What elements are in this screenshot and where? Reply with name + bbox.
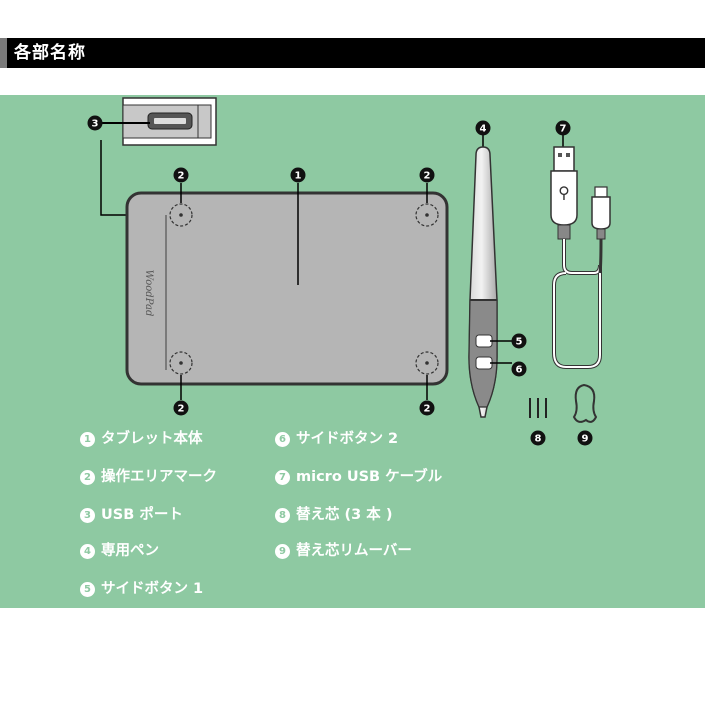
callout-side-button-2: 6 (511, 361, 527, 377)
callout-cable: 7 (555, 120, 571, 136)
callout-usb-port: 3 (87, 115, 103, 131)
svg-text:⚲: ⚲ (558, 183, 570, 202)
tablet-body: WoodPad (125, 191, 449, 386)
parts-panel: WoodPad (0, 95, 705, 608)
legend-label: USB ポート (101, 507, 183, 523)
area-mark-top-right (415, 203, 439, 227)
section-header (0, 38, 705, 68)
callout-active-area: 2 (173, 167, 189, 183)
legend-item-usb-port: 3 USB ポート (80, 504, 183, 526)
legend-number: 1 (80, 431, 95, 447)
callout-nib-remover: 9 (577, 430, 593, 446)
callout-badges: 3 1 2 2 2 2 4 5 6 7 8 9 (87, 115, 593, 446)
legend-label: サイドボタン 1 (101, 581, 204, 597)
nibs-illustration (529, 398, 547, 418)
legend-item-side-button-2: 6 サイドボタン 2 (275, 428, 398, 450)
cable-illustration: ⚲ (550, 135, 611, 369)
area-mark-bottom-right (415, 351, 439, 375)
legend-label: 替え芯リムーバー (296, 543, 412, 559)
tablet-logo: WoodPad (143, 270, 154, 317)
area-mark-bottom-left (169, 351, 193, 375)
svg-text:3: 3 (92, 119, 99, 130)
svg-text:7: 7 (560, 124, 567, 135)
section-header-accent (0, 38, 7, 68)
legend-item-cable: 7 micro USB ケーブル (275, 466, 442, 488)
legend-label: 操作エリアマーク (101, 469, 217, 485)
usb-port-inset (122, 97, 217, 146)
pen-side-button-1 (475, 334, 493, 348)
legend-number: 3 (80, 507, 95, 523)
callout-active-area: 2 (173, 400, 189, 416)
callout-side-button-1: 5 (511, 333, 527, 349)
svg-text:5: 5 (516, 337, 523, 348)
pen-illustration (468, 135, 498, 418)
pen-side-button-2 (475, 356, 493, 370)
callout-nibs: 8 (530, 430, 546, 446)
legend-item-pen: 4 専用ペン (80, 540, 159, 562)
legend-number: 9 (275, 543, 290, 559)
legend-label: 専用ペン (101, 543, 159, 559)
parts-diagram: WoodPad (87, 97, 611, 446)
svg-text:8: 8 (535, 434, 542, 445)
tablet-side-leader (100, 140, 128, 216)
nib-remover-illustration (572, 383, 598, 423)
callout-active-area: 2 (419, 400, 435, 416)
legend-label: micro USB ケーブル (296, 469, 443, 485)
legend-number: 2 (80, 469, 95, 485)
svg-text:2: 2 (178, 404, 185, 415)
legend-label: サイドボタン 2 (296, 431, 399, 447)
legend-item-side-button-1: 5 サイドボタン 1 (80, 578, 203, 600)
legend-item-tablet: 1 タブレット本体 (80, 428, 203, 450)
legend-number: 5 (80, 581, 95, 597)
svg-text:2: 2 (424, 171, 431, 182)
callout-active-area: 2 (419, 167, 435, 183)
area-mark-top-left (169, 203, 193, 227)
svg-text:4: 4 (480, 124, 487, 135)
legend-item-nib-remover: 9 替え芯リムーバー (275, 540, 412, 562)
legend-number: 4 (80, 543, 95, 559)
svg-text:9: 9 (582, 434, 589, 445)
legend-number: 7 (275, 469, 290, 485)
svg-text:2: 2 (178, 171, 185, 182)
legend-label: 替え芯 (3 本 ) (296, 507, 393, 523)
legend-item-active-area: 2 操作エリアマーク (80, 466, 217, 488)
svg-text:2: 2 (424, 404, 431, 415)
callout-pen: 4 (475, 120, 491, 136)
legend-item-nibs: 8 替え芯 (3 本 ) (275, 504, 393, 526)
legend-label: タブレット本体 (101, 431, 203, 447)
section-title: 各部名称 (14, 43, 86, 63)
svg-text:6: 6 (516, 365, 523, 376)
svg-text:1: 1 (295, 171, 302, 182)
legend-number: 6 (275, 431, 290, 447)
legend-number: 8 (275, 507, 290, 523)
callout-tablet: 1 (290, 167, 306, 183)
